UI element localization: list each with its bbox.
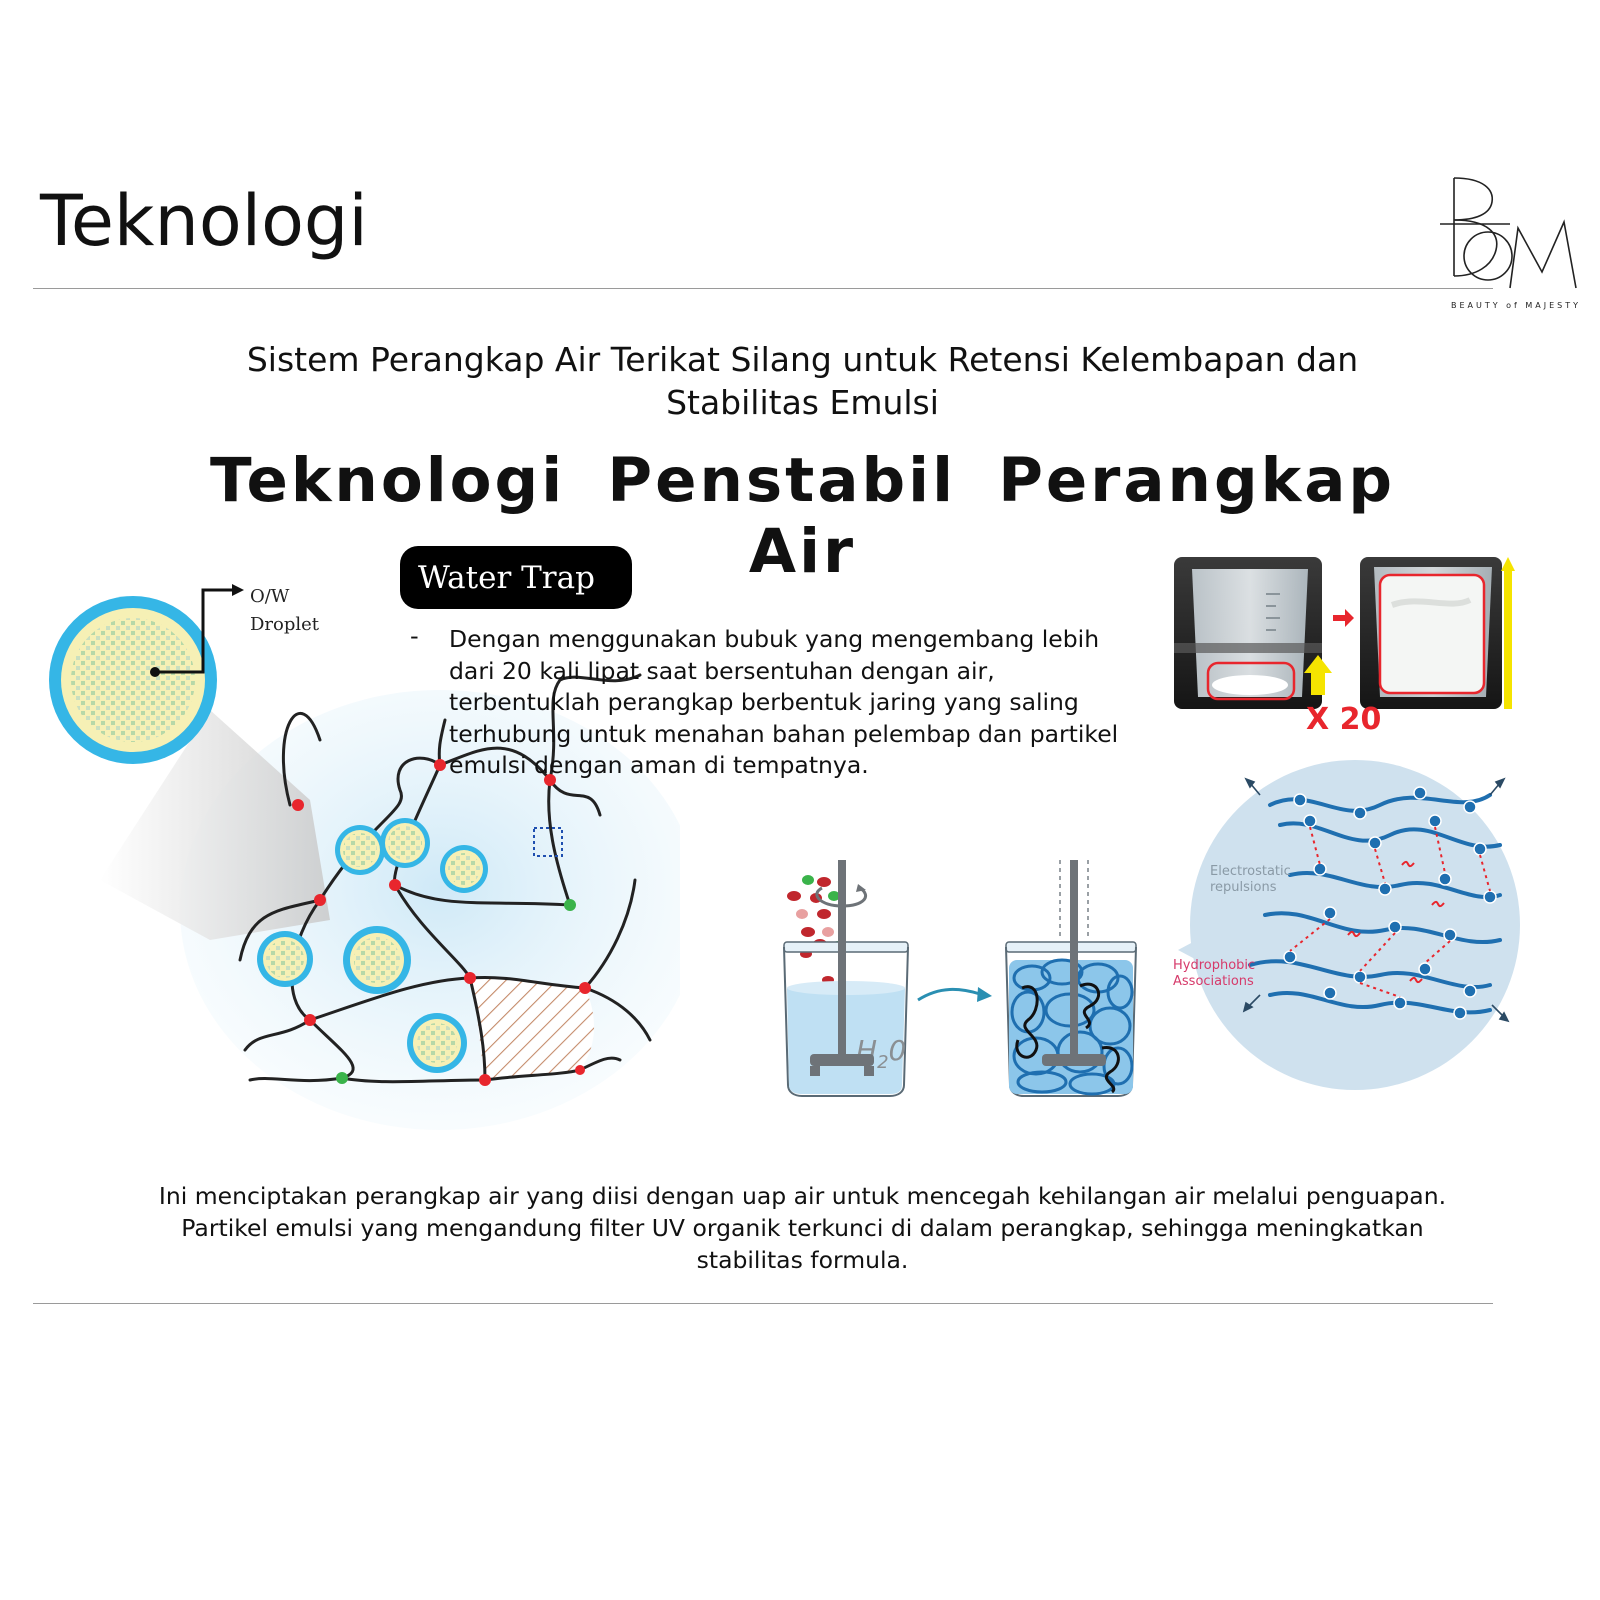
hydrophobic-label-line-1: Hydrophobic: [1173, 958, 1255, 973]
water-trap-network-diagram: [49, 584, 680, 1130]
section-title: Teknologi Penstabil Perangkap Air: [209, 445, 1396, 587]
swell-factor-label: X 20: [1306, 702, 1381, 737]
bullet-marker: -: [410, 622, 419, 650]
mixing-beakers-diagram: H20: [783, 860, 1137, 1097]
magnifier-cone: [100, 710, 330, 940]
ow-label-line-2: Droplet: [250, 614, 320, 635]
polymer-network-zoom: Electrostatic repulsions Hydrophobic Ass…: [1173, 760, 1520, 1090]
subtitle-line-2: Stabilitas Emulsi: [666, 383, 939, 422]
crosslink-nodes-green: [336, 899, 576, 1084]
footer-line-3: stabilitas formula.: [696, 1246, 909, 1274]
transition-arrow-icon: [1333, 609, 1354, 627]
swell-up-arrow-icon: [1304, 655, 1332, 695]
ow-droplet-label: O/W Droplet: [250, 583, 319, 639]
powder-particles: [787, 875, 844, 984]
electrostatic-label-line-2: repulsions: [1210, 880, 1277, 895]
beaker-photo-after: [1360, 557, 1502, 709]
footer-divider: [33, 1303, 1493, 1304]
beaker-photo-before: [1174, 557, 1322, 709]
crosslink-nodes-red: [292, 759, 591, 1086]
footer-description: Ini menciptakan perangkap air yang diisi…: [120, 1180, 1485, 1276]
header-divider: [33, 288, 1493, 289]
subtitle: Sistem Perangkap Air Terikat Silang untu…: [200, 338, 1405, 424]
logo-tagline: BEAUTY of MAJESTY: [1450, 301, 1582, 310]
water-trap-badge: Water Trap: [400, 546, 632, 609]
hydrophobic-label-line-2: Associations: [1173, 974, 1254, 989]
stirrer-1: [810, 860, 874, 1076]
electrostatic-label-line-1: Electrostatic: [1210, 864, 1291, 879]
ow-droplet-magnified: [49, 596, 217, 764]
footer-line-2: Partikel emulsi yang mengandung filter U…: [181, 1214, 1424, 1242]
subtitle-line-1: Sistem Perangkap Air Terikat Silang untu…: [246, 340, 1359, 379]
emulsion-particles: [257, 818, 488, 1073]
footer-line-1: Ini menciptakan perangkap air yang diisi…: [158, 1182, 1447, 1210]
height-arrow-icon: [1501, 557, 1515, 709]
droplet-arrow-icon: [232, 584, 244, 596]
process-arrow-icon: [917, 987, 992, 1002]
crosslink-detail-box: [533, 827, 563, 857]
page-title: Teknologi: [40, 180, 368, 262]
hatched-region: [470, 977, 595, 1080]
ow-label-line-1: O/W: [250, 586, 290, 607]
water-trap-description: Dengan menggunakan bubuk yang mengembang…: [449, 625, 1119, 779]
beaker-swelling-photos: X 20: [1174, 557, 1515, 737]
stirrer-2: [1042, 860, 1106, 1066]
droplet-pointer: [155, 588, 232, 674]
bom-logo: [1440, 177, 1577, 289]
